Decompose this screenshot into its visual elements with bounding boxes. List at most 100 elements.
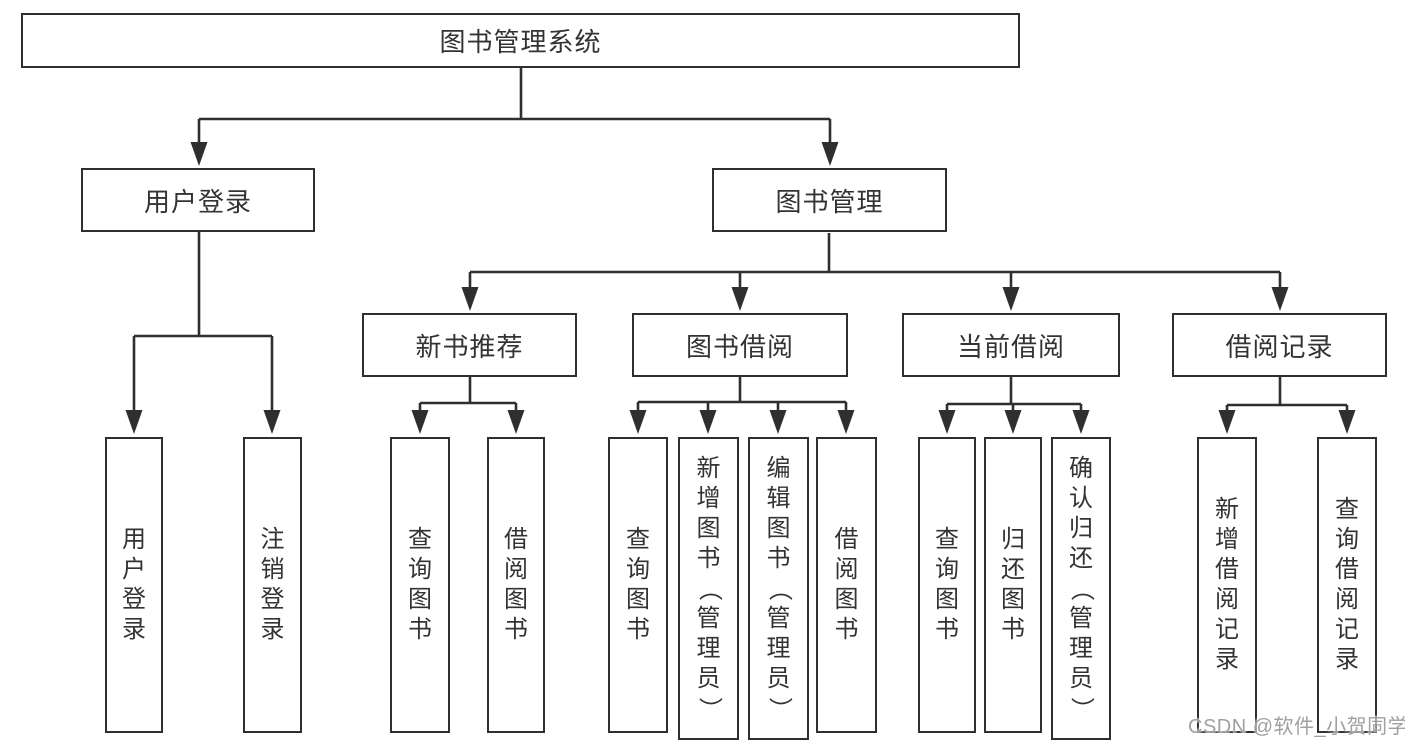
- glyph: 询: [1335, 526, 1359, 553]
- csdn-watermark: CSDN @软件_小贺同学: [1188, 716, 1405, 738]
- glyph: 管: [1069, 604, 1093, 632]
- wire-book-borrow-split: [629, 377, 855, 434]
- glyph: 户: [122, 556, 146, 583]
- glyph: 录: [1215, 646, 1239, 673]
- glyph: 还: [1001, 556, 1025, 583]
- glyph: 员: [696, 664, 721, 692]
- glyph: 增: [1215, 526, 1239, 553]
- glyph: 录: [122, 616, 146, 643]
- glyph: 阅: [834, 556, 859, 583]
- glyph: 图: [504, 586, 528, 613]
- leaf-query-books-2: 查询图书: [608, 437, 668, 733]
- leaf-logout: 注销登录: [243, 437, 302, 733]
- wire-current-borrow-split: [938, 377, 1090, 434]
- wire-new-book-split: [411, 377, 525, 434]
- glyph: （: [695, 576, 723, 601]
- leaf-borrow-books-2: 借阅图书: [816, 437, 877, 733]
- glyph: 注: [260, 526, 285, 553]
- glyph: 登: [260, 586, 285, 613]
- glyph: 图: [834, 586, 859, 613]
- node-book-mgmt: 图书管理: [712, 168, 947, 232]
- glyph: 归: [1069, 514, 1093, 542]
- glyph: 阅: [1215, 586, 1239, 613]
- glyph: 查: [408, 526, 432, 553]
- glyph: 借: [834, 526, 859, 553]
- wire-book-mgmt-split: [461, 233, 1289, 311]
- node-borrow-records: 借阅记录: [1172, 313, 1387, 377]
- glyph: 书: [408, 616, 432, 643]
- glyph: 书: [696, 544, 721, 572]
- glyph: 新: [1215, 496, 1239, 523]
- glyph: 书: [626, 616, 650, 643]
- glyph: 书: [766, 544, 791, 572]
- wire-root-split: [190, 68, 839, 166]
- node-user-login: 用户登录: [81, 168, 315, 232]
- glyph: 用: [122, 526, 146, 553]
- glyph: 管: [766, 604, 791, 632]
- leaf-add-borrow-record: 新增借阅记录: [1197, 437, 1257, 733]
- glyph: 认: [1069, 484, 1093, 512]
- glyph: 书: [834, 616, 859, 643]
- glyph: 录: [1335, 646, 1359, 673]
- glyph: 图: [696, 514, 721, 542]
- wire-borrow-records-split: [1218, 377, 1356, 434]
- glyph: 查: [626, 526, 650, 553]
- glyph: 借: [1215, 556, 1239, 583]
- glyph: 查: [1335, 496, 1359, 523]
- leaf-user-login: 用户登录: [105, 437, 163, 733]
- glyph: 询: [408, 556, 432, 583]
- wire-user-login-split: [125, 232, 281, 434]
- node-book-borrow: 图书借阅: [632, 313, 848, 377]
- leaf-query-books-1: 查询图书: [390, 437, 450, 733]
- glyph: 图: [408, 586, 432, 613]
- glyph: 员: [1069, 664, 1093, 692]
- leaf-confirm-return-admin: 确认归还 （ 管理员 ）: [1051, 437, 1111, 740]
- glyph: 阅: [1335, 586, 1359, 613]
- glyph: ）: [1068, 696, 1095, 721]
- glyph: 记: [1215, 616, 1239, 643]
- glyph: 归: [1001, 526, 1025, 553]
- glyph: ）: [695, 696, 723, 721]
- glyph: 增: [696, 484, 721, 512]
- glyph: （: [765, 576, 793, 601]
- node-root: 图书管理系统: [21, 13, 1020, 68]
- glyph: 书: [935, 616, 959, 643]
- glyph: 图: [626, 586, 650, 613]
- glyph: 图: [1001, 586, 1025, 613]
- leaf-edit-books-admin: 编辑图书 （ 管理员 ）: [748, 437, 809, 740]
- glyph: 查: [935, 526, 959, 553]
- leaf-return-books: 归还图书: [984, 437, 1042, 733]
- glyph: 理: [766, 634, 791, 662]
- glyph: 还: [1069, 544, 1093, 572]
- leaf-add-books-admin: 新增图书 （ 管理员 ）: [678, 437, 739, 740]
- glyph: 辑: [766, 484, 791, 512]
- glyph: 登: [122, 586, 146, 613]
- glyph: 询: [935, 556, 959, 583]
- glyph: 录: [260, 616, 285, 643]
- glyph: 新: [696, 454, 721, 482]
- glyph: 借: [1335, 556, 1359, 583]
- glyph: ）: [765, 696, 793, 721]
- glyph: 理: [696, 634, 721, 662]
- glyph: 书: [1001, 616, 1025, 643]
- glyph: 图: [935, 586, 959, 613]
- glyph: 借: [504, 526, 528, 553]
- glyph: 管: [696, 604, 721, 632]
- glyph: 书: [504, 616, 528, 643]
- node-current-borrow: 当前借阅: [902, 313, 1120, 377]
- node-new-book-rec: 新书推荐: [362, 313, 577, 377]
- leaf-query-books-3: 查询图书: [918, 437, 976, 733]
- glyph: 图: [766, 514, 791, 542]
- glyph: 员: [766, 664, 791, 692]
- glyph: 确: [1069, 454, 1093, 482]
- glyph: 记: [1335, 616, 1359, 643]
- glyph: 理: [1069, 634, 1093, 662]
- glyph: 销: [260, 556, 285, 583]
- glyph: 询: [626, 556, 650, 583]
- leaf-query-borrow-record: 查询借阅记录: [1317, 437, 1377, 733]
- leaf-borrow-books-1: 借阅图书: [487, 437, 545, 733]
- glyph: 编: [766, 454, 791, 482]
- glyph: （: [1068, 576, 1095, 601]
